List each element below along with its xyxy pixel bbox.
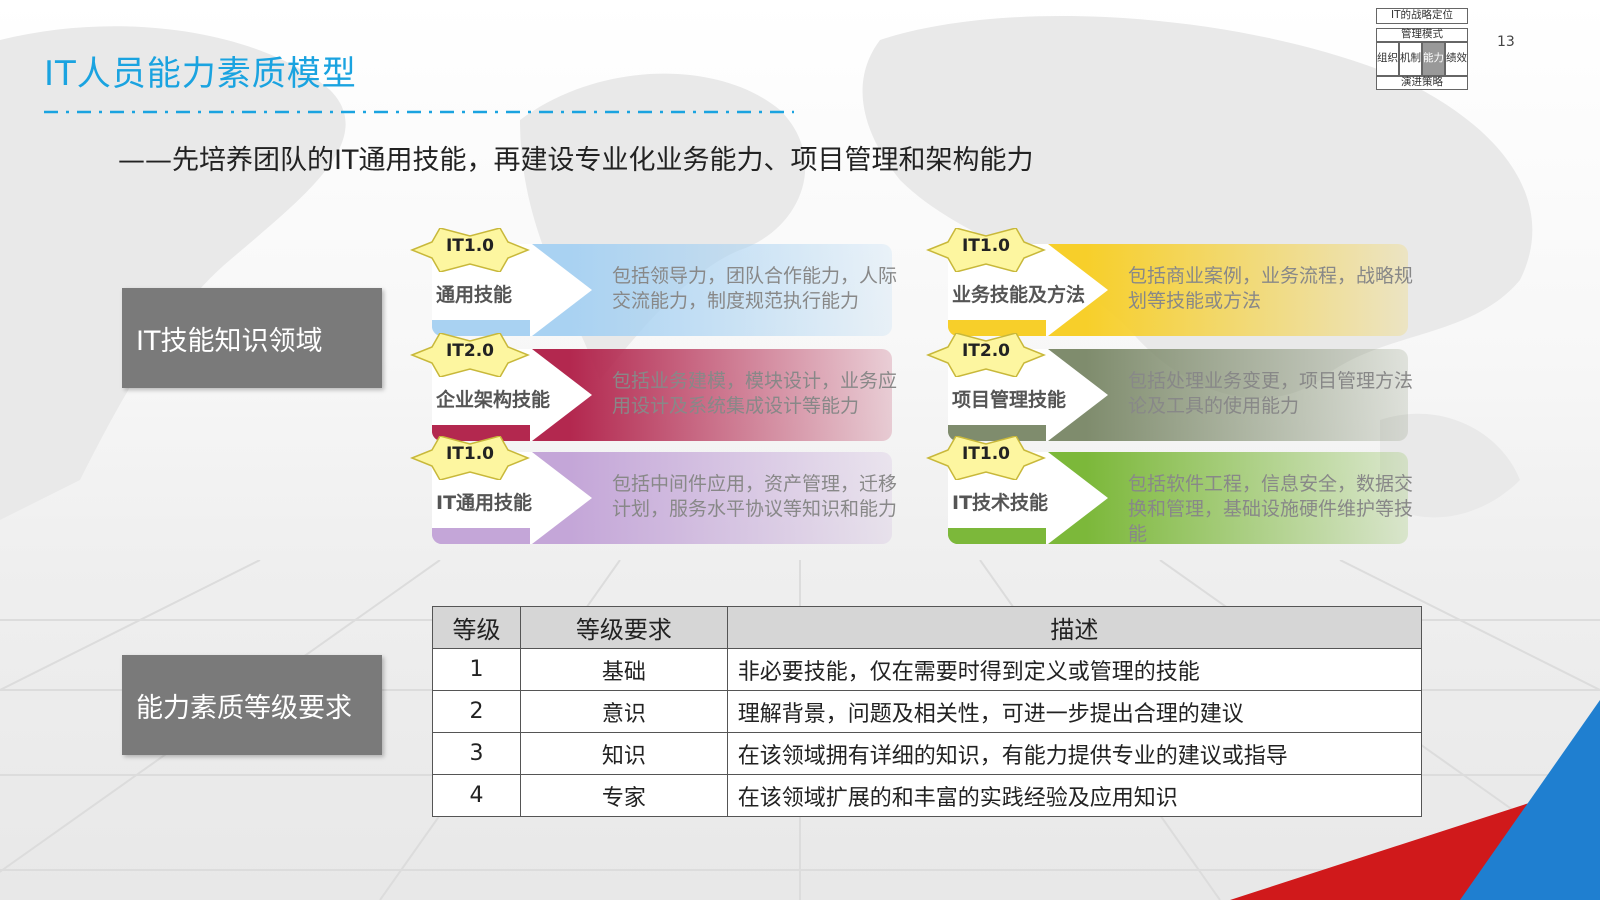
skill-card-it-general-skill: IT通用技能 包括中间件应用，资产管理，迁移计划，服务水平协议等知识和能力 IT… <box>410 436 897 544</box>
page-title: IT人员能力素质模型 <box>44 54 357 94</box>
table-row: 3 知识 在该领域拥有详细的知识，有能力提供专业的建议或指导 <box>432 732 1423 775</box>
chevron-arrow-icon <box>1046 452 1108 544</box>
nav-map-cell-performance: 绩效 <box>1445 42 1468 76</box>
chevron-arrow-icon <box>1046 349 1108 441</box>
skill-name: 项目管理技能 <box>952 389 1067 411</box>
skill-description: 包括处理业务变更，项目管理方法论及工具的使用能力 <box>1128 370 1414 417</box>
version-badge-icon <box>410 333 530 377</box>
version-badge-icon <box>410 436 530 480</box>
skill-name: 企业架构技能 <box>436 389 551 411</box>
level-requirements-table: 等级 等级要求 描述 1 基础 非必要技能，仅在需要时得到定义或管理的技能 2 … <box>432 606 1423 817</box>
chevron-arrow-icon <box>530 452 592 544</box>
version-badge: IT1.0 <box>961 236 1011 256</box>
version-badge: IT1.0 <box>445 444 495 464</box>
version-badge-icon <box>410 228 530 272</box>
chevron-arrow-icon <box>530 349 592 441</box>
cell-description: 在该领域拥有详细的知识，有能力提供专业的建议或指导 <box>726 732 1423 775</box>
cell-requirement: 意识 <box>519 690 728 733</box>
skill-name: IT通用技能 <box>436 492 533 514</box>
skill-description: 包括商业案例，业务流程，战略规划等技能或方法 <box>1128 265 1414 312</box>
skill-name: 业务技能及方法 <box>952 284 1086 306</box>
cell-level: 1 <box>432 648 521 691</box>
nav-map-cell-org: 组织 <box>1376 42 1399 76</box>
title-divider <box>44 110 794 114</box>
cell-level: 4 <box>432 774 521 817</box>
header-requirement: 等级要求 <box>519 606 728 649</box>
header-level: 等级 <box>432 606 521 649</box>
skill-description: 包括中间件应用，资产管理，迁移计划，服务水平协议等知识和能力 <box>612 473 898 520</box>
corner-decoration <box>1230 700 1600 900</box>
nav-map-cell-ability: 能力 <box>1422 42 1445 76</box>
cell-description: 非必要技能，仅在需要时得到定义或管理的技能 <box>726 648 1423 691</box>
version-badge-icon <box>926 228 1046 272</box>
page-number: 13 <box>1497 34 1515 50</box>
skill-card-architecture-skill: 企业架构技能 包括业务建模，模块设计，业务应用设计及系统集成设计等能力 IT2.… <box>410 333 897 441</box>
nav-map-cell-mechanism: 机制 <box>1399 42 1422 76</box>
cell-requirement: 基础 <box>519 648 728 691</box>
nav-map-top: IT的战略定位 <box>1376 8 1468 24</box>
version-badge-icon <box>926 333 1046 377</box>
version-badge-icon <box>926 436 1046 480</box>
skill-card-general-skill: 通用技能 包括领导力，团队合作能力，人际交流能力，制度规范执行能力 IT1.0 <box>410 228 897 336</box>
cell-description: 理解背景，问题及相关性，可进一步提出合理的建议 <box>726 690 1423 733</box>
skill-description: 包括领导力，团队合作能力，人际交流能力，制度规范执行能力 <box>612 265 898 312</box>
section-label-skills: IT技能知识领域 <box>122 288 382 388</box>
table-row: 4 专家 在该领域扩展的和丰富的实践经验及应用知识 <box>432 774 1423 817</box>
skill-name: IT技术技能 <box>952 492 1049 514</box>
table-row: 1 基础 非必要技能，仅在需要时得到定义或管理的技能 <box>432 648 1423 691</box>
cell-description: 在该领域扩展的和丰富的实践经验及应用知识 <box>726 774 1423 817</box>
section-label-levels: 能力素质等级要求 <box>122 655 382 755</box>
version-badge: IT1.0 <box>961 444 1011 464</box>
skill-name: 通用技能 <box>436 284 513 306</box>
skill-card-it-tech-skill: IT技术技能 包括软件工程，信息安全，数据交换和管理，基础设施硬件维护等技能 I… <box>926 436 1413 545</box>
skill-card-business-skill: 业务技能及方法 包括商业案例，业务流程，战略规划等技能或方法 IT1.0 <box>926 228 1413 336</box>
table-row: 2 意识 理解背景，问题及相关性，可进一步提出合理的建议 <box>432 690 1423 733</box>
skill-card-project-mgmt-skill: 项目管理技能 包括处理业务变更，项目管理方法论及工具的使用能力 IT2.0 <box>926 333 1413 441</box>
skill-description: 包括软件工程，信息安全，数据交换和管理，基础设施硬件维护等技能 <box>1128 473 1414 545</box>
nav-map-row2: 管理模式 <box>1376 28 1468 42</box>
cell-level: 3 <box>432 732 521 775</box>
cell-level: 2 <box>432 690 521 733</box>
chevron-arrow-icon <box>1046 244 1108 336</box>
subtitle: ——先培养团队的IT通用技能，再建设专业化业务能力、项目管理和架构能力 <box>118 145 1034 176</box>
skill-description: 包括业务建模，模块设计，业务应用设计及系统集成设计等能力 <box>612 370 898 417</box>
header-description: 描述 <box>726 606 1423 649</box>
chevron-arrow-icon <box>530 244 592 336</box>
table-header-row: 等级 等级要求 描述 <box>432 606 1423 649</box>
navigation-map-thumbnail[interactable]: IT的战略定位 管理模式 组织 机制 能力 绩效 演进策略 <box>1376 8 1468 92</box>
version-badge: IT2.0 <box>445 341 495 361</box>
version-badge: IT1.0 <box>445 236 495 256</box>
cell-requirement: 专家 <box>519 774 728 817</box>
cell-requirement: 知识 <box>519 732 728 775</box>
version-badge: IT2.0 <box>961 341 1011 361</box>
nav-map-bottom: 演进策略 <box>1376 76 1468 90</box>
